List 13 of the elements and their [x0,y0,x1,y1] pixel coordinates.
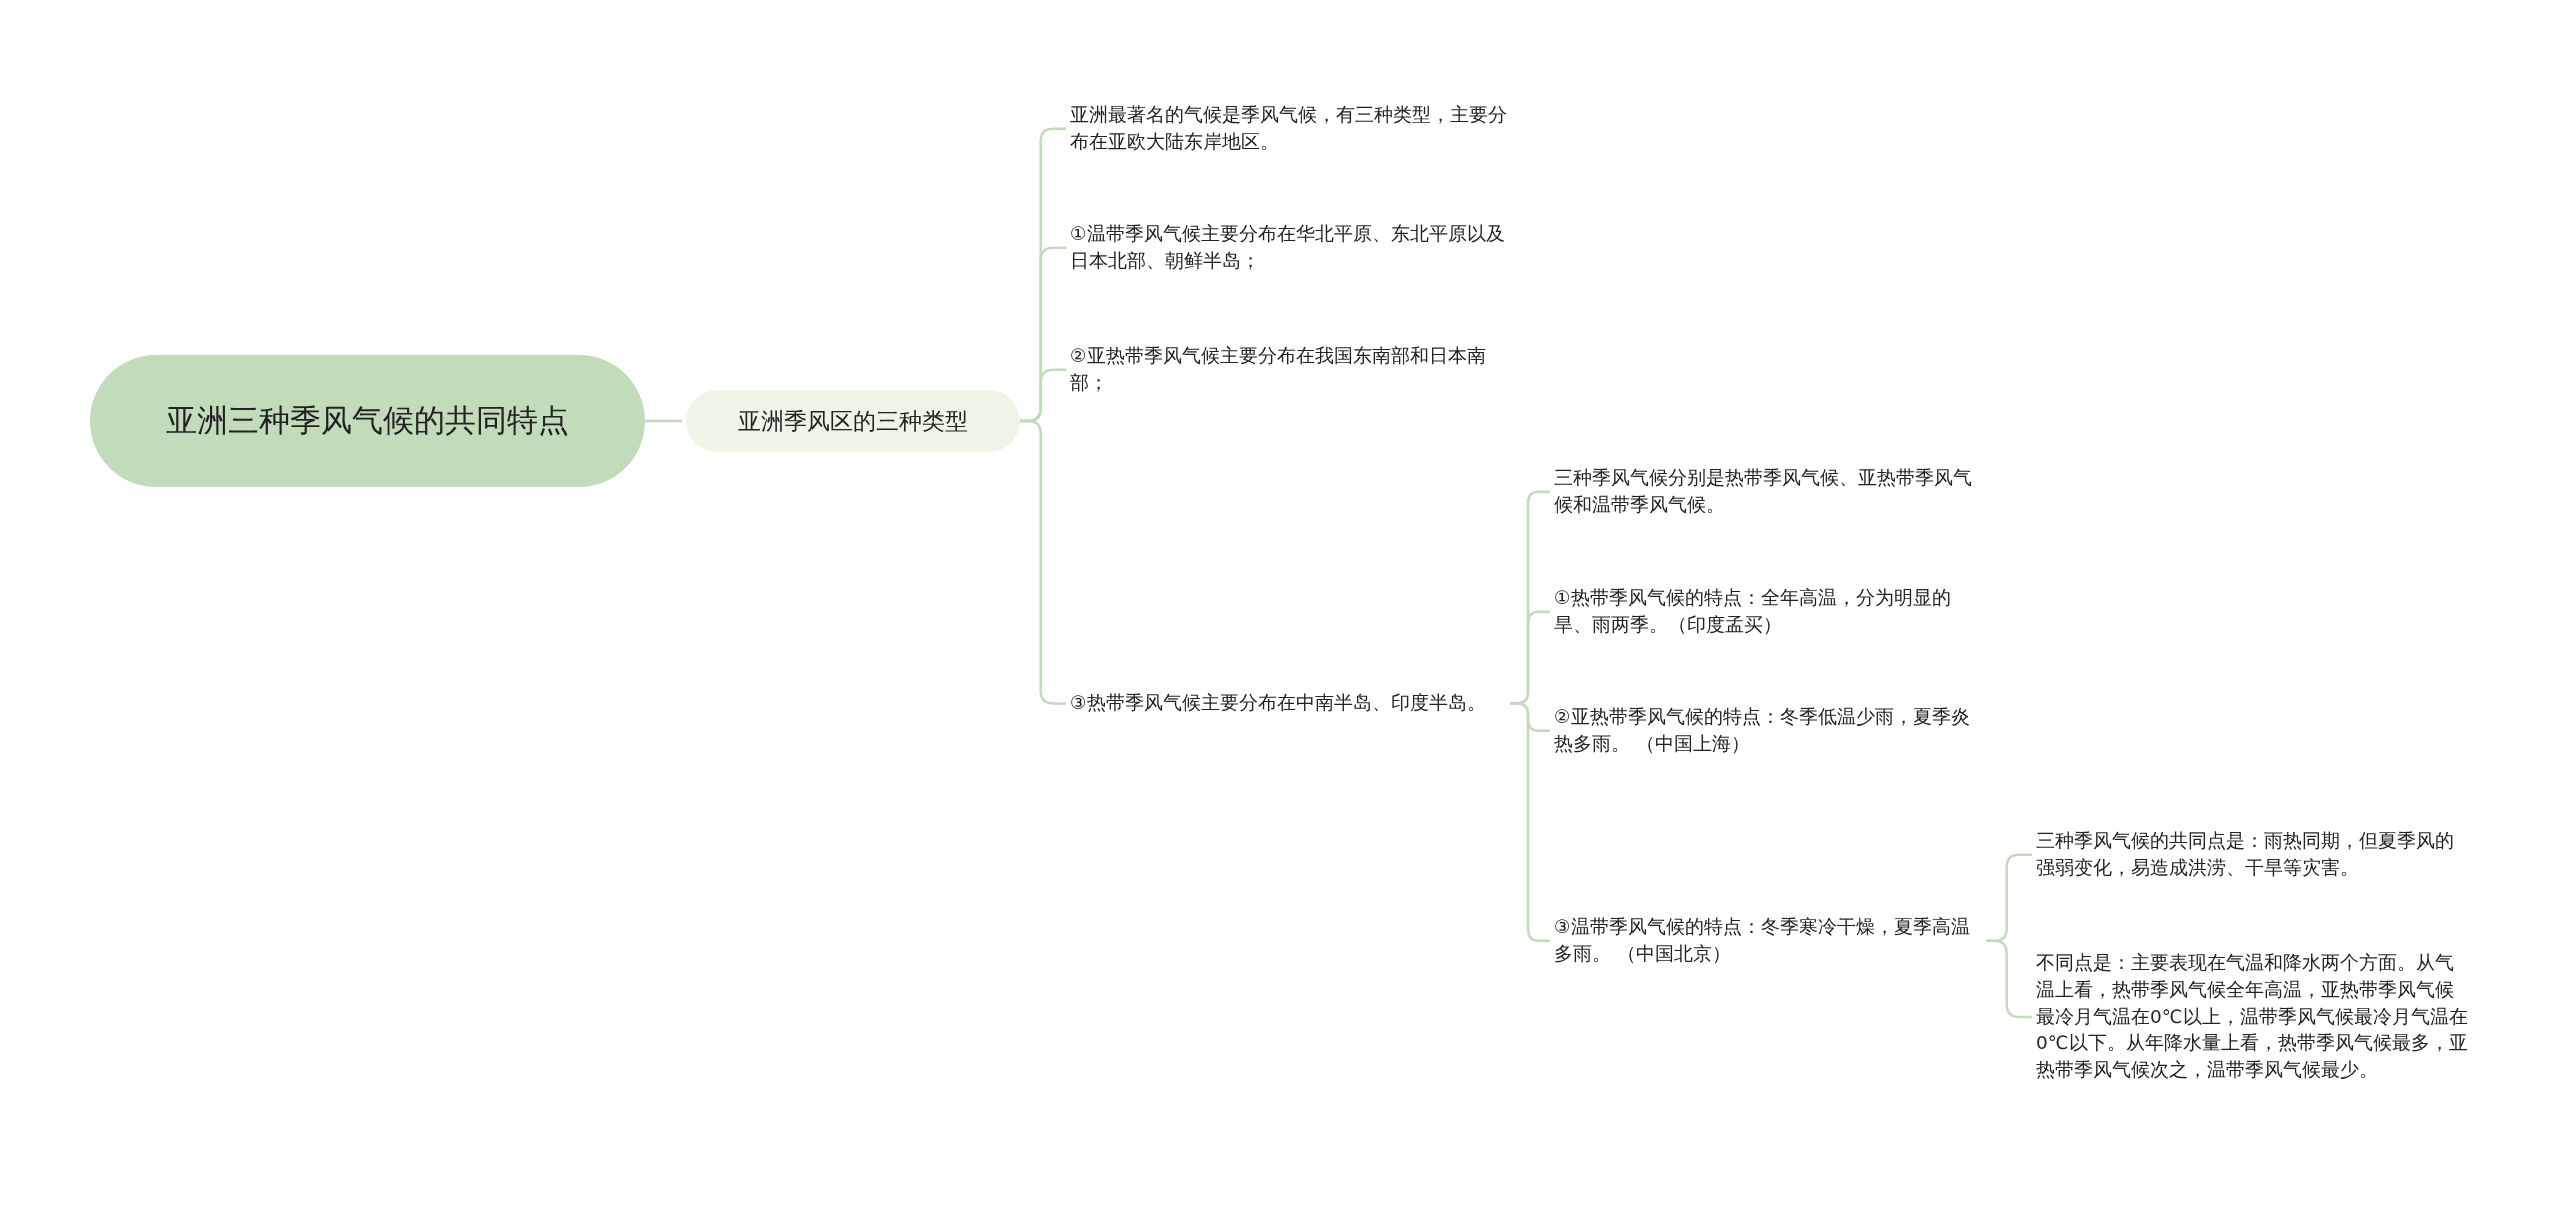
topic-text: ②亚热带季风气候主要分布在我国东南部和日本南部； [1070,341,1510,399]
topic-text: 亚洲最著名的气候是季风气候，有三种类型，主要分布在亚欧大陆东岸地区。 [1070,100,1510,158]
topic-text: ①热带季风气候的特点：全年高温，分为明显的旱、雨两季。（印度孟买） [1554,583,1986,641]
branch-topic: 亚洲季风区的三种类型 [686,390,1020,452]
connector-line [645,419,682,423]
topic-text: ①温带季风气候主要分布在华北平原、东北平原以及日本北部、朝鲜半岛； [1070,219,1510,277]
topic-text: 三种季风气候分别是热带季风气候、亚热带季风气候和温带季风气候。 [1554,463,1986,521]
root-topic: 亚洲三种季风气候的共同特点 [90,355,645,487]
topic-text: 三种季风气候的共同点是：雨热同期，但夏季风的强弱变化，易造成洪涝、干旱等灾害。 [2036,826,2472,884]
topic-text: 不同点是：主要表现在气温和降水两个方面。从气温上看，热带季风气候全年高温，亚热带季风气候最冷月气温在0℃以上，温带季风气候最冷月气温在0℃以下。从年降水量上看，热带季风气候最多，亚热带季风气候次之，温带季风气候最少。 [2036,948,2472,1087]
topic-text: ③温带季风气候的特点：冬季寒冷干燥，夏季高温多雨。 （中国北京） [1554,912,1986,970]
topic-text: ③热带季风气候主要分布在中南半岛、印度半岛。 [1070,688,1510,719]
topic-text: ②亚热带季风气候的特点：冬季低温少雨，夏季炎热多雨。 （中国上海） [1554,702,1986,760]
